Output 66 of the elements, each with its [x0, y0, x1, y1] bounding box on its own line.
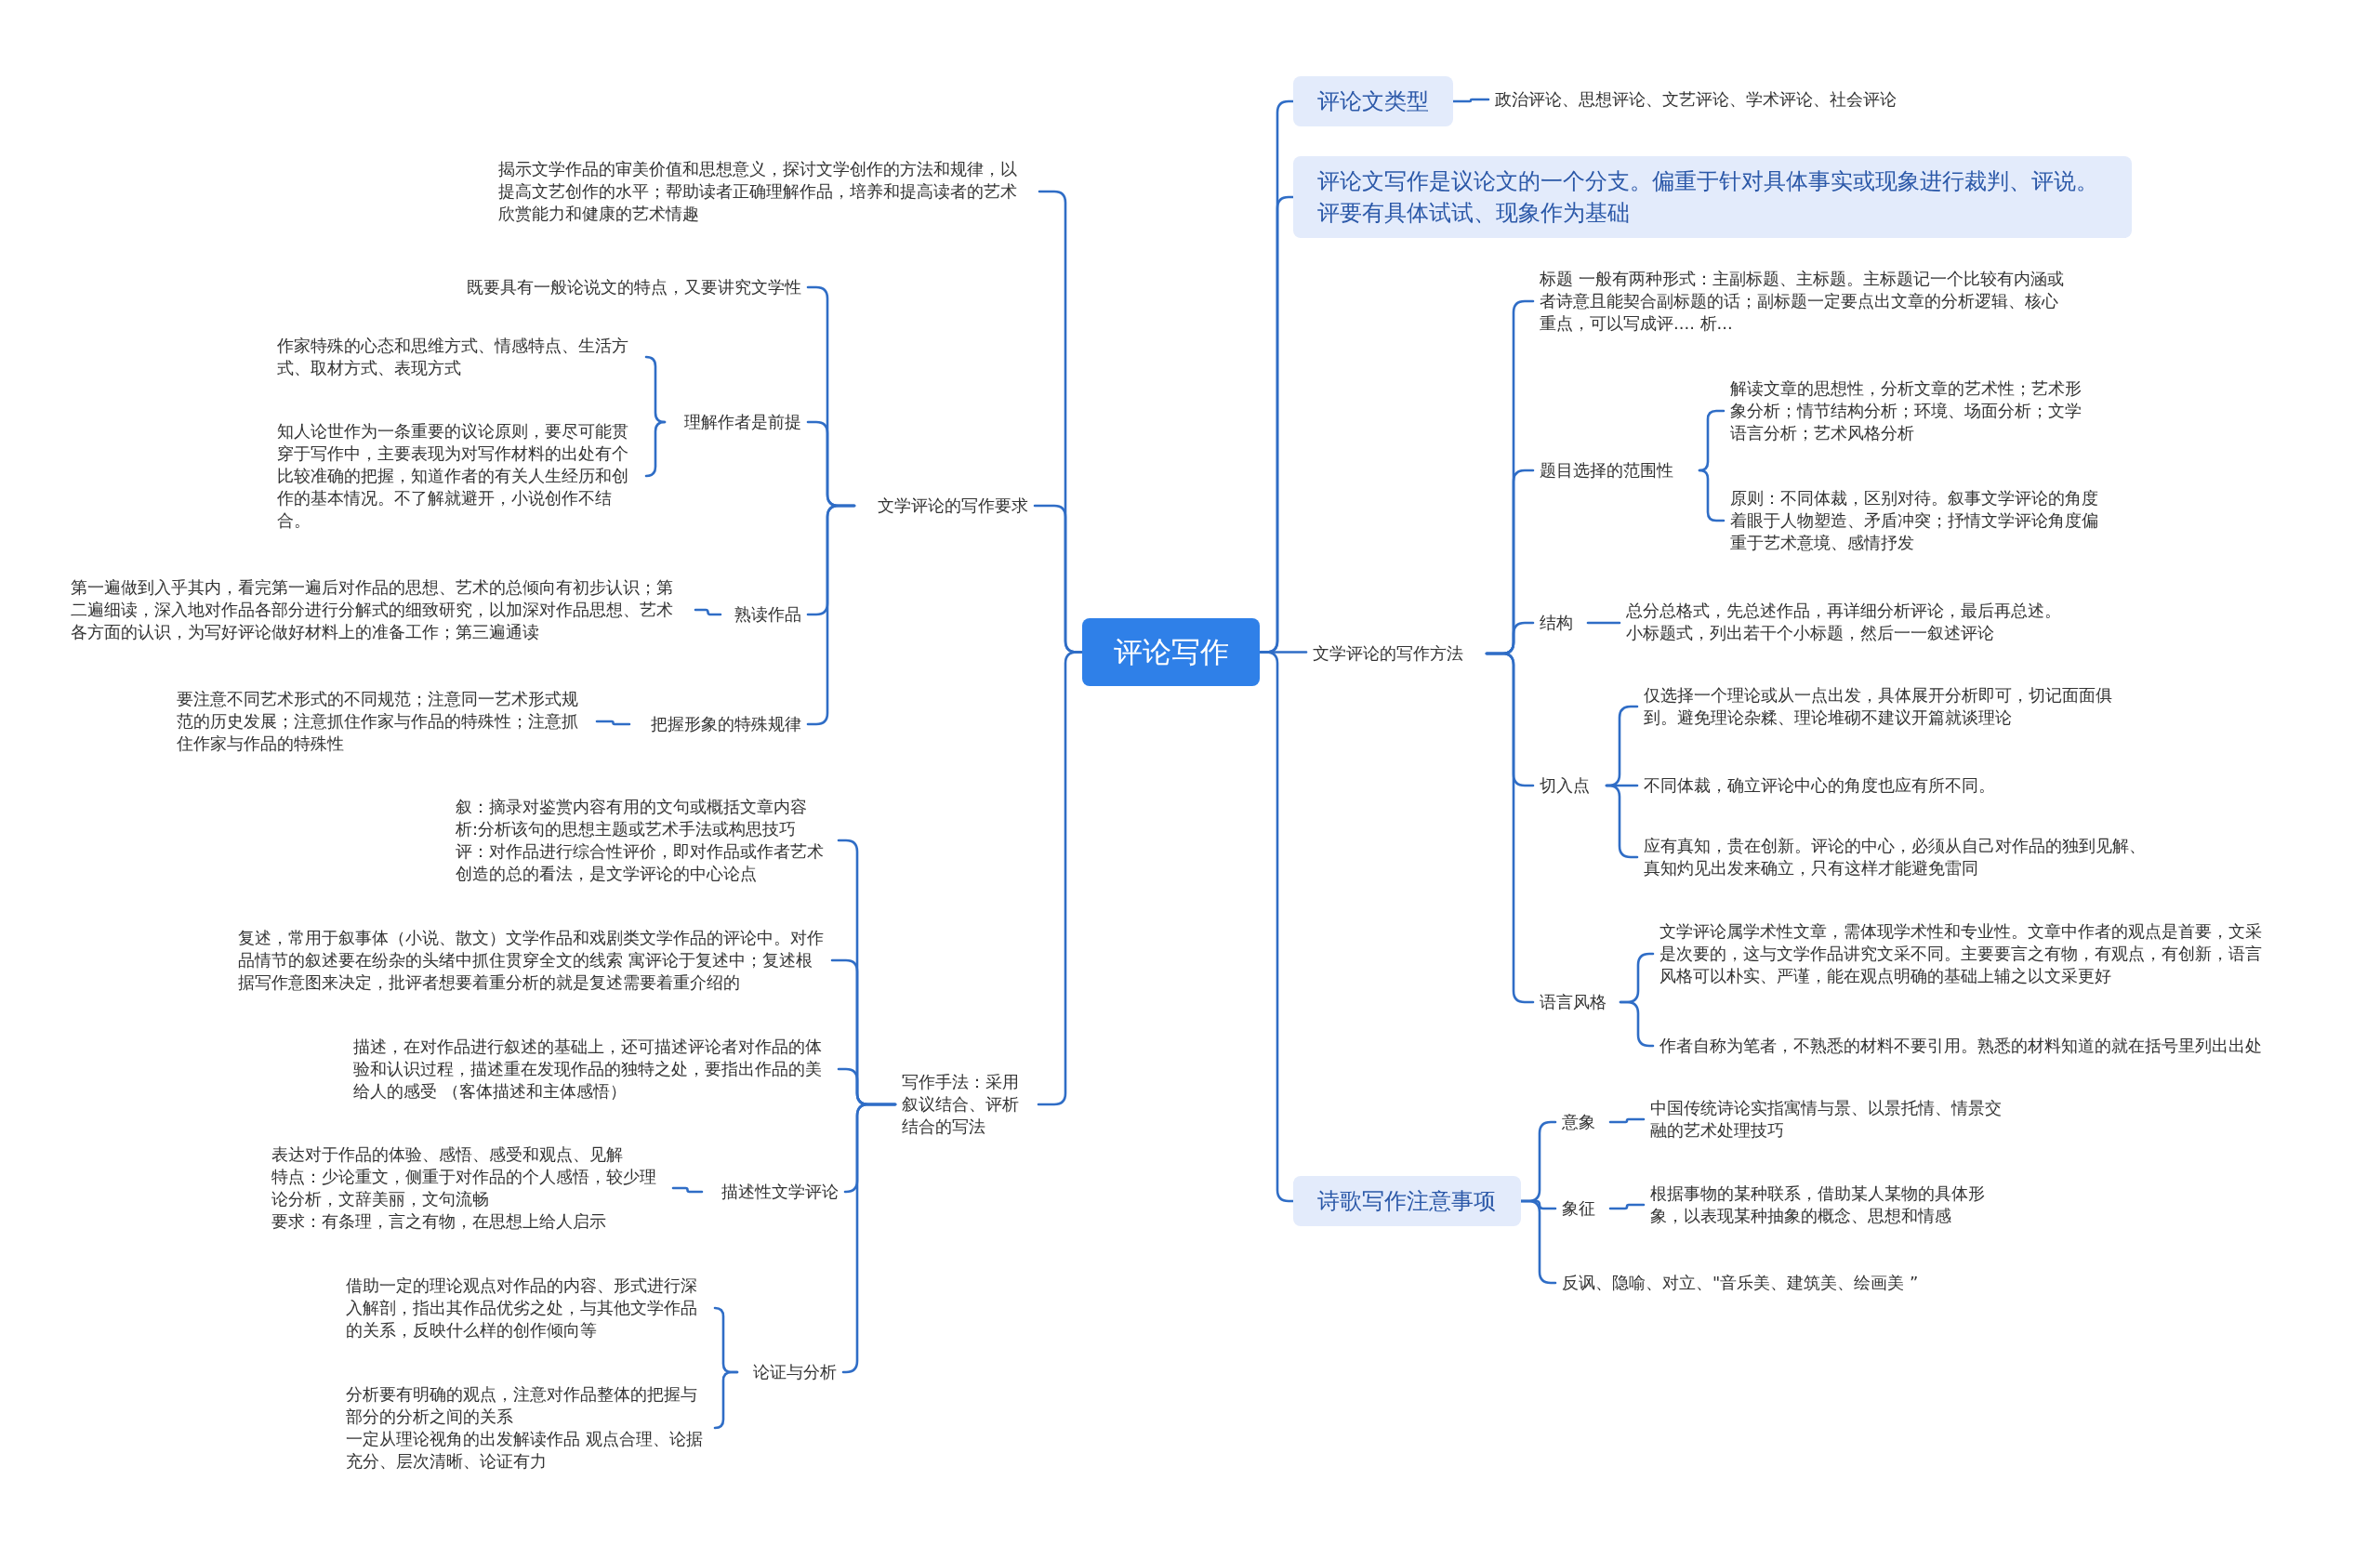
- branch-text: 象征: [1562, 1197, 1604, 1220]
- branch-text: 意象: [1562, 1111, 1604, 1133]
- branch-text: 复述，常用于叙事体（小说、散文）文学作品和戏剧类文学作品的评论中。对作品情节的叙述要在纷杂的头绪中抓住贯穿全文的线索 寓评论于复述中；复述根据写作意图来决定，批评者想要着重分析的就是复述需要着重介绍的: [238, 927, 826, 994]
- connector-line: [671, 1186, 704, 1194]
- connector-line: [1608, 1203, 1646, 1210]
- branch-text: 知人论世作为一条重要的议论原则，要尽可能贯穿于写作中，主要表现为对写作材料的出处有个比较准确的把握，知道作者的有关人生经历和创作的基本情况。不了解就避开，小说创作不结合。: [277, 420, 640, 532]
- branch-text: 要注意不同艺术形式的不同规范；注意同一艺术形式规范的历史发展；注意抓住作家与作品的特殊性；注意抓住作家与作品的特殊性: [177, 688, 590, 755]
- branch-text: 反讽、隐喻、对立、"音乐美、建筑美、绘画美 ”: [1562, 1272, 1971, 1294]
- connector-line: [1586, 621, 1621, 625]
- connector-line: [1608, 1117, 1646, 1124]
- connector-line: [644, 355, 667, 424]
- branch-text: 总分总格式，先总述作品，再详细分析评论，最后再总述。: [1626, 600, 2062, 622]
- topic-text: 评论文类型: [1317, 87, 1429, 116]
- branch-text: 评：对作品进行综合性评价，即对作品或作者艺术创造的总的看法，是文学评论的中心论点: [456, 840, 825, 885]
- connector-line: [1519, 1199, 1557, 1285]
- branch-text: 结构: [1540, 612, 1581, 634]
- branch-text: 标题 一般有两种形式：主副标题、主标题。主标题记一个比较有内涵或者诗意且能契合副标题的话；副标题一定要点出文章的分析逻辑、核心重点，可以写成评.... 析...: [1540, 268, 2069, 335]
- branch-text: 描述，在对作品进行叙述的基础上，还可描述评论者对作品的体验和认识过程，描述重在发现作品的独特之处，要指出作品的美给人的感受 （客体描述和主体感悟）: [353, 1036, 832, 1103]
- branch-text: 不同体裁，确立评论中心的角度也应有所不同。: [1644, 774, 2043, 797]
- branch-text: 文学评论属学术性文章，需体现学术性和专业性。文章中作者的观点是首要，文采是次要的，这与文学作品讲究文采不同。主要要言之有物，有观点，有创新，语言风格可以朴实、严谨，能在观点明确的基础上辅之以文采更好: [1659, 920, 2273, 987]
- branch-text: 熟读作品: [727, 603, 801, 626]
- connector-line: [713, 1370, 739, 1430]
- branch-text: 析:分析该句的思想主题或艺术手法或构思技巧: [456, 818, 798, 840]
- branch-text: 第一遍做到入乎其内，看完第一遍后对作品的思想、艺术的总倾向有初步认识；第二遍细读，深入地对作品各部分进行分解式的细致研究，以加深对作品思想、艺术各方面的认识，为写好评论做好材料上的准备工作；第三遍通读: [71, 576, 689, 643]
- branch-text: 仅选择一个理论或从一点出发，具体展开分析即可，切记面面俱到。避免理论杂糅、理论堆砌不建议开篇就谈理论: [1644, 684, 2136, 729]
- topic-text: 评论写作: [1113, 633, 1229, 670]
- branch-text: 题目选择的范围性: [1540, 459, 1693, 482]
- branch-text: 特点：少论重文，侧重于对作品的个人感悟，较少理论分析，文辞美丽，文句流畅: [271, 1166, 657, 1210]
- branch-text: 分析要有明确的观点，注意对作品整体的把握与部分的分析之间的关系: [346, 1383, 698, 1428]
- connector-line: [1037, 651, 1084, 1106]
- branch-text: 应有真知，贵在创新。评论的中心，必须从自己对作品的独到见解、真知灼见出发来确立，只有这样才能避免雷同: [1644, 835, 2146, 879]
- topic-text: 评论文写作是议论文的一个分支。偏重于针对具体事实或现象进行裁判、评说。评要有具体试试、现象作为基础: [1317, 167, 2099, 228]
- branch-text: 小标题式，列出若干个小标题，然后一一叙述评论: [1626, 622, 1995, 644]
- connector-line: [1619, 1000, 1655, 1048]
- branch-text: 文学评论的写作要求: [861, 495, 1028, 517]
- connector-line: [1451, 98, 1490, 103]
- branch-text: 既要具有一般论说文的特点，又要讲究文学性: [430, 276, 801, 298]
- connector-line: [694, 608, 722, 616]
- branch-text: 理解作者是前提: [671, 411, 801, 433]
- topic-box: [1293, 76, 1453, 126]
- branch-text: 叙：摘录对鉴赏内容有用的文句或概括文章内容: [456, 796, 808, 818]
- branch-text: 借助一定的理论观点对作品的内容、形式进行深入解剖，指出其作品优劣之处，与其他文学作品的关系，反映什么样的创作倾向等: [346, 1275, 708, 1341]
- branch-text: 描述性文学评论: [708, 1181, 839, 1203]
- branch-text: 写作手法：采用叙议结合、评析结合的写法: [902, 1071, 1032, 1138]
- branch-text: 揭示文学作品的审美价值和思想意义，探讨文学创作的方法和规律，以提高文艺创作的水平；帮助读者正确理解作品，培养和提高读者的艺术欣赏能力和健康的艺术情趣: [498, 158, 1033, 225]
- branch-text: 语言风格: [1540, 991, 1614, 1013]
- branch-text: 作者自称为笔者，不熟悉的材料不要引用。熟悉的材料知道的就在括号里列出出处: [1659, 1035, 2320, 1057]
- branch-text: 政治评论、思想评论、文艺评论、学术评论、社会评论: [1495, 88, 1941, 111]
- branch-text: 切入点: [1540, 774, 1600, 797]
- branch-text: 作家特殊的心态和思维方式、情感特点、生活方式、取材方式、表现方式: [277, 335, 640, 379]
- branch-text: 要求：有条理，言之有物，在思想上给人启示: [271, 1210, 607, 1233]
- branch-text: 论证与分析: [744, 1361, 837, 1383]
- branch-text: 原则：不同体裁，区别对待。叙事文学评论的角度着眼于人物塑造、矛盾冲突；抒情文学评论角度偏重于艺术意境、感情抒发: [1730, 487, 2107, 554]
- branch-text: 一定从理论视角的出发解读作品 观点合理、论据充分、层次清晰、论证有力: [346, 1428, 704, 1473]
- topic-box: [1293, 1176, 1521, 1226]
- connector-line: [595, 720, 631, 726]
- branch-text: 中国传统诗论实指寓情与景、以景托情、情景交融的艺术处理技巧: [1650, 1097, 2008, 1142]
- branch-text: 表达对于作品的体验、感悟、感受和观点、见解: [271, 1143, 624, 1166]
- branch-text: 根据事物的某种联系，借助某人某物的具体形象，以表现某种抽象的概念、思想和情感: [1650, 1182, 2008, 1227]
- branch-text: 文学评论的写作方法: [1313, 642, 1480, 665]
- connector-line: [644, 420, 667, 478]
- central-topic-box: [1082, 618, 1260, 686]
- branch-text: 解读文章的思想性，分析文章的艺术性；艺术形象分析；情节结构分析；环境、场面分析；文学语言分析；艺术风格分析: [1730, 377, 2097, 444]
- topic-box: [1293, 156, 2132, 238]
- topic-text: 诗歌写作注意事项: [1317, 1187, 1497, 1216]
- branch-text: 把握形象的特殊规律: [636, 713, 801, 735]
